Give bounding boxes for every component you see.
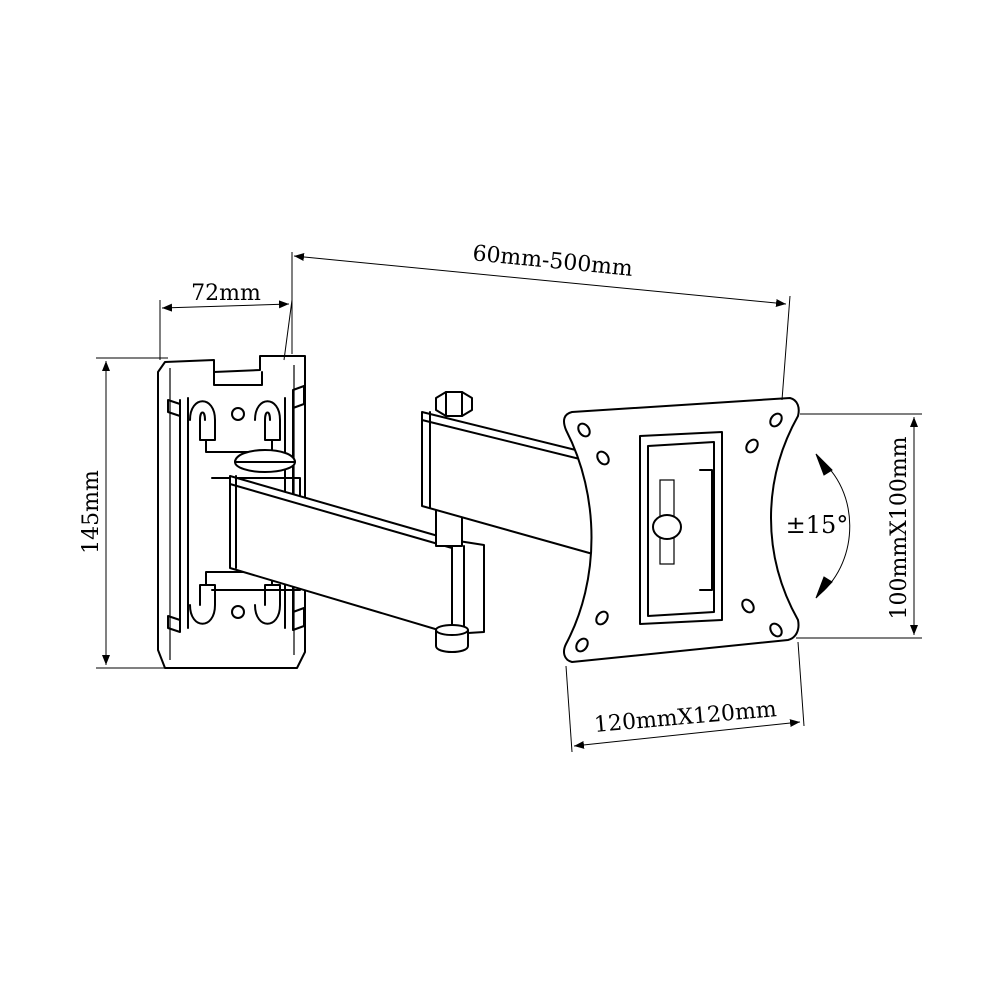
tilt-angle-label: ±15°: [786, 511, 849, 539]
plate-height-label: 145mm: [79, 470, 104, 554]
vesa-horizontal-label: 120mmX120mm: [593, 697, 778, 738]
dimension-plate-width: 72mm: [159, 281, 293, 361]
tilt-arrow-up-icon: [815, 453, 833, 476]
wall-pivot: [211, 449, 301, 591]
dimension-arm-extension: 60mm-500mm: [291, 241, 791, 401]
vesa-vertical-label: 100mmX100mm: [887, 436, 912, 619]
dimension-plate-height: 145mm: [79, 357, 168, 669]
tilt-indicator: ±15°: [786, 453, 851, 599]
plate-width-label: 72mm: [191, 281, 261, 306]
dimension-vesa-vertical: 100mmX100mm: [796, 413, 922, 639]
vesa-plate: [563, 397, 800, 663]
tilt-arrow-down-icon: [815, 576, 833, 599]
